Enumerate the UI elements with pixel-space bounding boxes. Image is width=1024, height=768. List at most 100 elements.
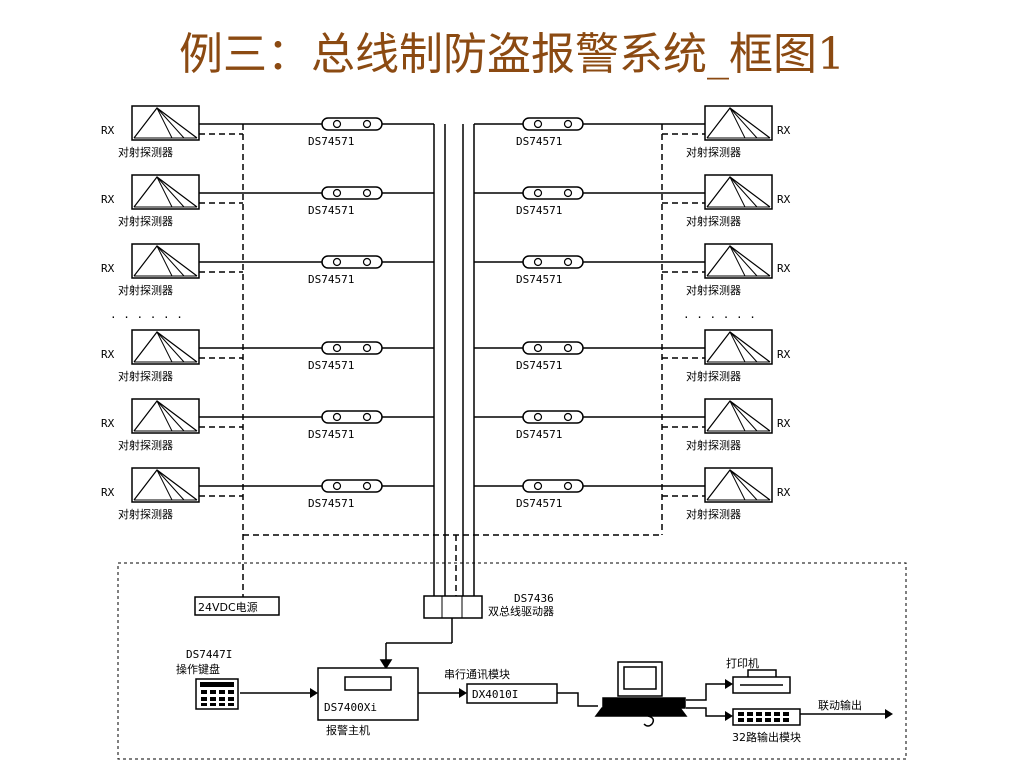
bus-wiring [433,124,475,596]
output-module-icon [738,712,789,722]
bus-driver: DS7436 双总线驱动器 [423,592,554,619]
rx-label: RX [777,417,791,430]
rx-label: RX [101,262,115,275]
power-wiring [242,124,663,597]
bus-module [522,186,584,200]
bus-module [522,479,584,493]
beam-detector-icon [704,243,773,279]
bus-module [321,479,383,493]
beam-detector-icon [131,174,200,210]
bus-module-label: DS74571 [308,497,354,510]
printer-name: 打印机 [726,656,759,670]
main-panel: DS7400Xi 报警主机 [317,667,419,737]
rx-label: RX [777,193,791,206]
rx-label: RX [101,193,115,206]
detector-name: 对射探测器 [118,214,173,228]
bus-driver-model: DS7436 [514,592,554,605]
detector-row-right: RX 对射探测器 DS74571 [474,329,791,383]
left-ellipsis: . . . . . . [110,308,183,321]
beam-detector-icon [131,398,200,434]
beam-detector-icon [704,398,773,434]
detector-name: 对射探测器 [118,438,173,452]
detector-name: 对射探测器 [686,283,741,297]
bus-module-label: DS74571 [516,135,562,148]
bus-module-label: DS74571 [308,273,354,286]
rx-label: RX [101,486,115,499]
right-detector-column: RX对射探测器DS74571RX对射探测器DS74571RX对射探测器DS745… [474,105,791,521]
computer-icon [594,661,688,727]
printer: 打印机 [686,656,791,701]
bus-module-label: DS74571 [308,428,354,441]
detector-name: 对射探测器 [686,369,741,383]
detector-name: 对射探测器 [686,438,741,452]
rx-label: RX [777,486,791,499]
power-supply: 24VDC电源 [194,596,280,616]
detector-name: 对射探测器 [118,507,173,521]
bus-module-label: DS74571 [516,497,562,510]
beam-detector-icon [131,467,200,503]
detector-name: 对射探测器 [118,369,173,383]
detector-name: 对射探测器 [686,214,741,228]
beam-detector-icon [131,105,200,141]
beam-detector-icon [131,329,200,365]
serial-module: 串行通讯模块 DX4010I [418,668,598,707]
rx-label: RX [101,348,115,361]
rx-label: RX [777,348,791,361]
keypad-icon [195,678,239,710]
bus-module-label: DS74571 [308,204,354,217]
bus-driver-name: 双总线驱动器 [488,604,554,618]
detector-row-right: RX 对射探测器 DS74571 [474,105,791,159]
driver-to-panel-wire [379,618,453,670]
beam-detector-icon [704,467,773,503]
bus-module [321,186,383,200]
right-ellipsis: . . . . . . [683,308,756,321]
bus-module-label: DS74571 [516,204,562,217]
beam-detector-icon [704,174,773,210]
detector-row-right: RX 对射探测器 DS74571 [474,467,791,521]
main-panel-model: DS7400Xi [324,701,377,714]
bus-module [522,255,584,269]
bus-module [522,117,584,131]
rx-label: RX [101,417,115,430]
output-module: 32路输出模块 联动输出 [686,698,893,744]
bus-module-label: DS74571 [516,359,562,372]
detector-name: 对射探测器 [686,507,741,521]
keypad: DS7447I 操作键盘 [176,648,318,710]
rx-label: RX [777,124,791,137]
bus-module-label: DS74571 [308,135,354,148]
linkage-output-label: 联动输出 [818,698,862,712]
bus-module [321,117,383,131]
beam-detector-icon [704,329,773,365]
detector-name: 对射探测器 [686,145,741,159]
page-title: 例三：总线制防盗报警系统_框图1 [179,29,845,80]
bus-module [321,255,383,269]
bus-module [321,410,383,424]
bus-module-label: DS74571 [516,428,562,441]
power-supply-label: 24VDC电源 [198,600,258,614]
serial-module-model: DX4010I [472,688,518,701]
left-detector-column: RX对射探测器DS74571RX对射探测器DS74571RX对射探测器DS745… [101,105,434,521]
bus-module [522,341,584,355]
output-module-name: 32路输出模块 [732,730,801,744]
main-panel-name: 报警主机 [326,723,370,737]
printer-icon [732,669,791,694]
rx-label: RX [101,124,115,137]
keypad-name: 操作键盘 [176,662,220,676]
bus-module [522,410,584,424]
detector-row-right: RX 对射探测器 DS74571 [474,243,791,297]
equipment-enclosure [117,562,907,760]
detector-row-right: RX 对射探测器 DS74571 [474,398,791,452]
detector-name: 对射探测器 [118,145,173,159]
bus-module-label: DS74571 [516,273,562,286]
detector-name: 对射探测器 [118,283,173,297]
rx-label: RX [777,262,791,275]
bus-module-label: DS74571 [308,359,354,372]
detector-row-right: RX 对射探测器 DS74571 [474,174,791,228]
